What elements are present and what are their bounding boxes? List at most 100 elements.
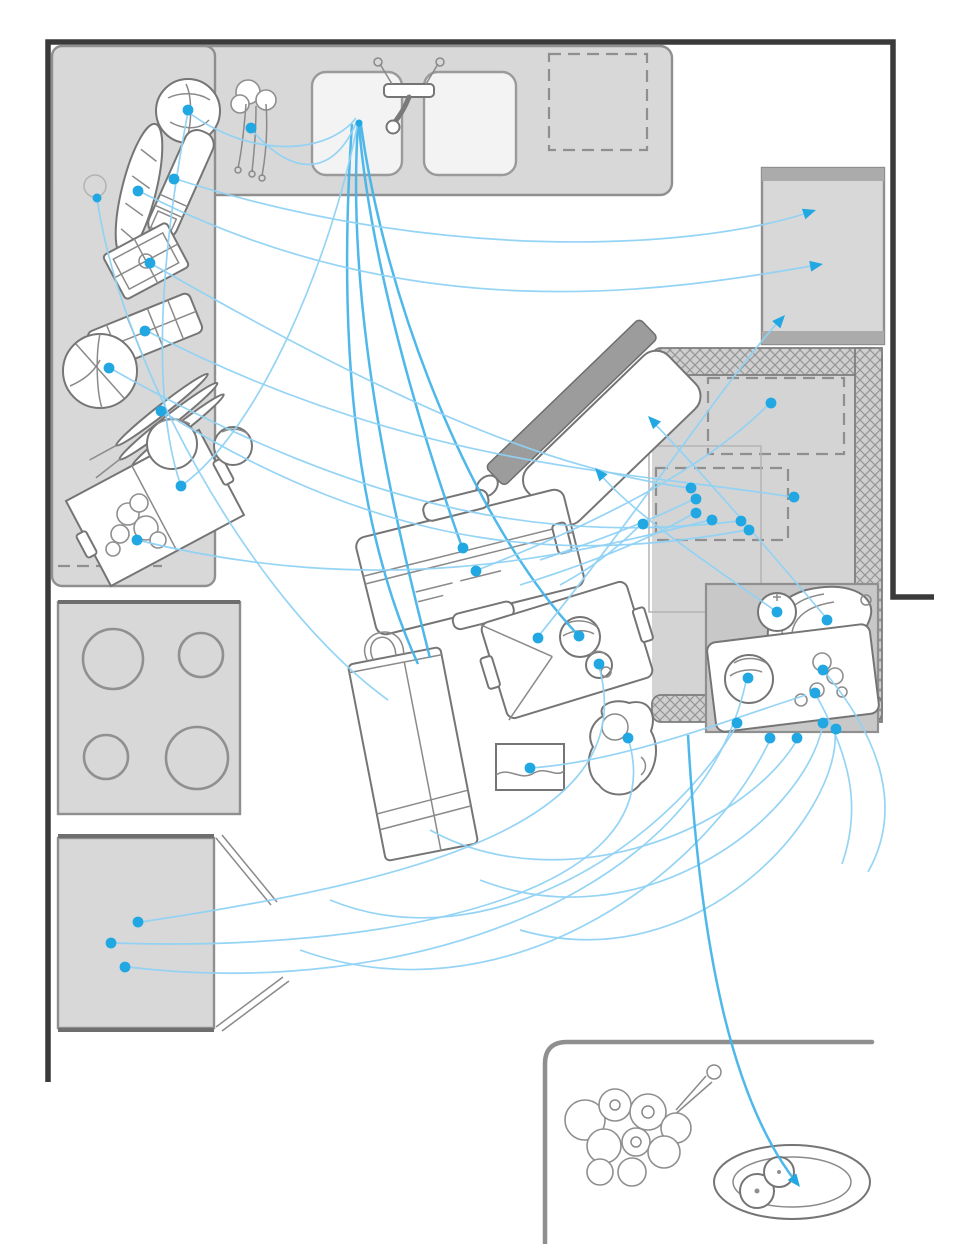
- crate-broccoli-3: [110, 524, 130, 544]
- faucet-handle-left: [379, 63, 393, 85]
- flow-cabinet-arrow-2: [136, 189, 818, 293]
- dot-fridge-upper: [765, 397, 777, 409]
- arrow-door-tray-2: [648, 416, 661, 430]
- arrow-platter: [787, 1173, 800, 1187]
- herb-bunch-leaf-3: [230, 94, 250, 114]
- flow-under-arc-1: [329, 724, 738, 919]
- fridge-dashed-lower: [654, 466, 790, 542]
- bouquet-bud: [706, 1064, 722, 1080]
- tube-band-2: [154, 204, 183, 219]
- bouquet-stem-1: [675, 1075, 707, 1111]
- arrow-cabinet-3: [772, 315, 785, 329]
- baguette-score-2: [131, 175, 151, 190]
- wrapped-roast: [587, 700, 657, 796]
- toolbox-label-2: [460, 570, 502, 582]
- grocery-box-flap-2: [508, 656, 553, 721]
- cabbage-rib-2: [69, 359, 101, 387]
- flow-fridge-from-crate: [136, 519, 711, 571]
- toolbox-label-3: [417, 594, 444, 603]
- bouquet-bloom-2: [598, 1088, 632, 1122]
- dot-box-melon: [573, 630, 585, 642]
- stove: [56, 600, 242, 816]
- serving-platter-inner: [732, 1156, 852, 1208]
- bouquet-bloom-5: [586, 1128, 622, 1164]
- burner-1: [81, 627, 145, 691]
- dot-wrapped-roast: [622, 732, 634, 744]
- crate-handle-right: [212, 457, 235, 486]
- dot-leeks: [155, 405, 167, 417]
- flow-tray-tail-2: [814, 692, 853, 865]
- grocery-box-flap-1: [479, 623, 553, 658]
- bread-boule-score-2: [169, 119, 210, 129]
- dining-table-corner: [542, 1039, 875, 1244]
- herb-bulb-1: [234, 166, 242, 174]
- dot-fridge-5: [685, 482, 697, 494]
- dot-corner-cab-2: [105, 937, 117, 949]
- tray-melon-slash-1: [733, 657, 767, 664]
- fruit-tray: [706, 623, 880, 733]
- herb-stem-3: [261, 103, 268, 177]
- dot-fridge-3: [743, 524, 755, 536]
- bouquet-bloom-6: [621, 1127, 651, 1157]
- toolbox-label-1: [415, 582, 453, 593]
- bouquet-center-3: [630, 1136, 642, 1148]
- produce-crate-divider: [131, 465, 178, 552]
- flow-packet-to-table: [529, 694, 807, 769]
- dot-tube-package: [168, 173, 180, 185]
- corner-cabinet: [56, 836, 216, 1030]
- crate-melon-2: [213, 426, 253, 466]
- herb-bulb-2: [248, 170, 256, 178]
- dot-fridge-6: [690, 493, 702, 505]
- flow-door-from-banana: [651, 420, 829, 621]
- flow-under-arc-2: [299, 739, 771, 971]
- platter-fruit-1-stem: [754, 1188, 760, 1194]
- flow-fridge-extra-3: [559, 523, 642, 586]
- upper-right-cabinet-top-band: [762, 168, 884, 181]
- sink-basin-right: [422, 70, 518, 177]
- crate-melon-1-slash: [156, 418, 191, 425]
- dot-crate-melon: [175, 480, 187, 492]
- cabbage-rib-1: [96, 333, 103, 409]
- dot-under-1: [731, 717, 743, 729]
- dot-wrapped-package: [144, 257, 156, 269]
- cabbage-wedge-line: [75, 343, 125, 399]
- leek-tip-1: [89, 444, 117, 461]
- baguette-score-4: [120, 228, 136, 242]
- flow-fridge-from-wrapped: [149, 262, 690, 489]
- flow-garlic-down: [96, 197, 389, 701]
- dot-bread-boule: [182, 104, 194, 116]
- produce-crate-handles: [75, 457, 235, 559]
- flow-fridge-from-cabbage: [107, 366, 740, 529]
- flow-corner-cab-2: [113, 737, 635, 945]
- dishwasher-dashed-square: [547, 52, 649, 152]
- bouquet-bloom-8: [586, 1158, 614, 1186]
- toolbox-lid-line-2: [365, 531, 574, 585]
- flow-sink-from-melon-box: [359, 124, 579, 636]
- flow-sink-from-boule: [187, 111, 357, 148]
- dot-box-garlic: [593, 658, 605, 670]
- flow-sink-from-crate: [180, 126, 358, 487]
- fixtures-layer: [45, 39, 934, 1244]
- platter-fruit-2-stem: [777, 1170, 781, 1174]
- faucet-spout-head: [385, 119, 401, 135]
- dot-herb-bunch: [245, 122, 257, 134]
- flow-tray-tail-1: [822, 669, 886, 873]
- dot-fridge-1: [788, 491, 800, 503]
- dot-under-4: [817, 717, 829, 729]
- bouquet-bloom-1: [564, 1099, 606, 1141]
- dot-under-2: [764, 732, 776, 744]
- flow-door-from-orange: [598, 472, 778, 613]
- bag-handle-outer: [364, 631, 405, 662]
- flow-fridge-extra-2: [519, 512, 695, 586]
- dot-baguette: [132, 185, 144, 197]
- dot-egg-carton: [139, 325, 151, 337]
- dot-fridge-4: [706, 514, 718, 526]
- dot-flat-packet: [524, 762, 536, 774]
- dot-corner-cab-3: [119, 961, 131, 973]
- flow-sink-from-toolbox: [357, 124, 464, 548]
- flat-packet-wave: [495, 769, 565, 777]
- flow-fridge-extra-1: [539, 498, 695, 561]
- tray-greens-5: [836, 686, 848, 698]
- bag-handle-inner: [370, 636, 397, 661]
- dot-tray-b: [809, 687, 821, 699]
